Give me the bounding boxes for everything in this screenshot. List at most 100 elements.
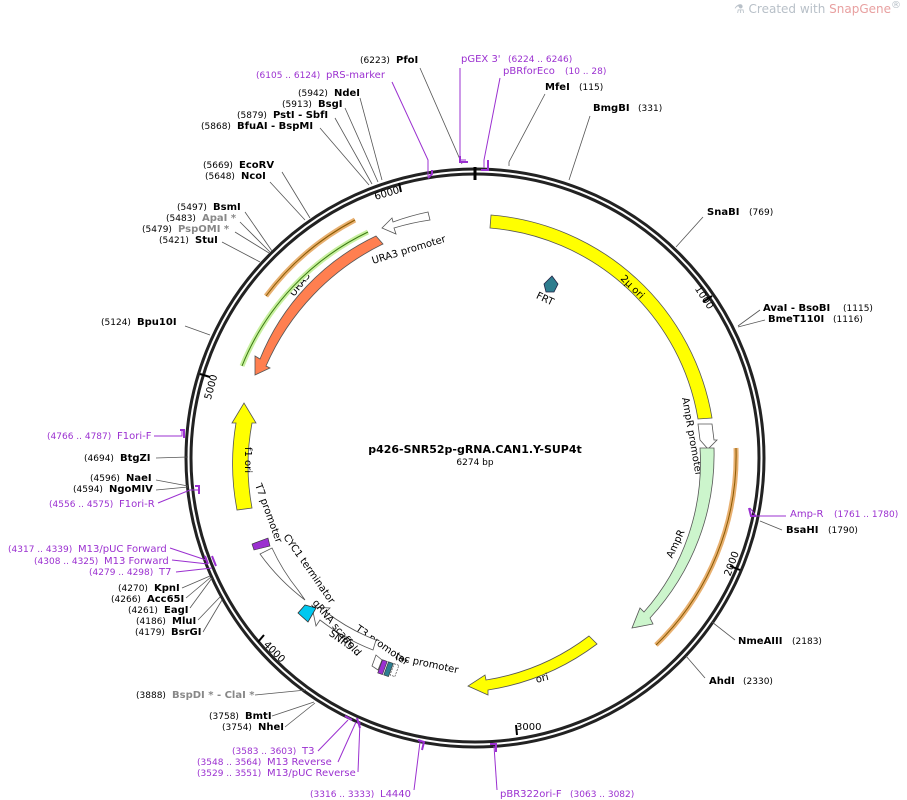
enzyme-pos-bsrgi: (4179): [135, 628, 165, 638]
enzyme-name-ngomiv[interactable]: NgoMIV: [109, 484, 153, 495]
leader-bmet110i: [737, 319, 766, 328]
leader-ngomiv: [155, 486, 189, 491]
feature-ampr[interactable]: [631, 447, 715, 629]
enzyme-pos-psti: (5879): [237, 111, 267, 121]
leader-f1ori-f: [154, 430, 183, 437]
primer-name-pbr322ori-f[interactable]: pBR322ori-F: [500, 789, 562, 800]
feature-ampr-promoter[interactable]: [697, 423, 718, 450]
leader-ndei: [359, 97, 383, 181]
primer-pos-t3: (3583 .. 3603): [232, 747, 296, 757]
enzyme-name-pspomi[interactable]: PspOMI *: [178, 224, 230, 235]
enzyme-pos-eagi: (4261): [128, 606, 158, 616]
enzyme-pos-avai: (1115): [843, 304, 873, 314]
enzyme-name-psti[interactable]: PstI - SbfI: [273, 110, 328, 121]
enzyme-name-avai[interactable]: AvaI - BsoBI: [763, 303, 830, 314]
plasmid-size: 6274 bp: [456, 458, 493, 468]
feature-label-t7-promoter: T7 promoter: [252, 481, 284, 545]
primer-name-m13puc-rev[interactable]: M13/pUC Reverse: [267, 768, 356, 779]
primer-mark-m13r: [383, 661, 394, 677]
enzyme-pos-bmet110i: (1116): [833, 315, 863, 325]
leader-acc65i: [185, 576, 212, 599]
leader-snabi: [675, 216, 704, 248]
tick-label-5000: 5000: [203, 374, 220, 401]
tick-6000: [398, 182, 402, 193]
feature-f1-ori[interactable]: [231, 402, 257, 511]
primer-pos-m13-f: (4308 .. 4325): [34, 557, 98, 567]
enzyme-name-apai[interactable]: ApaI *: [202, 213, 237, 224]
feature-ori[interactable]: [467, 635, 598, 696]
primer-name-t7[interactable]: T7: [158, 567, 171, 578]
leader-bmgbi: [568, 115, 591, 181]
enzyme-name-bmti[interactable]: BmtI: [245, 711, 272, 722]
leader-m13puc-rev: [357, 721, 361, 773]
enzyme-name-eagi[interactable]: EagI: [164, 605, 188, 616]
watermark-brand: SnapGene: [829, 2, 891, 16]
enzyme-pos-pfoi: (6223): [360, 56, 390, 66]
leader-kpni: [181, 575, 211, 589]
feature-t7-promoter[interactable]: [251, 537, 271, 551]
enzyme-name-acc65i[interactable]: Acc65I: [147, 594, 184, 605]
enzyme-name-kpni[interactable]: KpnI: [154, 583, 180, 594]
enzyme-name-bsrgi[interactable]: BsrGI: [171, 627, 201, 638]
primer-name-f1ori-r[interactable]: F1ori-R: [119, 499, 155, 510]
primer-tick-pgex3: [459, 156, 468, 163]
primer-labels: (6105 .. 6124) pRS-marker pGEX 3' (6224 …: [8, 54, 898, 800]
leader-mlui: [197, 596, 221, 621]
enzyme-name-naei[interactable]: NaeI: [126, 473, 152, 484]
primer-name-t3[interactable]: T3: [301, 746, 314, 757]
feature-frt[interactable]: [543, 275, 559, 293]
primer-name-pgex3[interactable]: pGEX 3': [461, 54, 501, 65]
enzyme-pos-ecorv: (5669): [203, 161, 233, 171]
enzyme-name-ahdi[interactable]: AhdI: [709, 676, 735, 687]
enzyme-name-ncoi[interactable]: NcoI: [241, 171, 266, 182]
enzyme-name-bmgbi[interactable]: BmgBI: [593, 103, 630, 114]
feature-ura3-promoter[interactable]: [381, 211, 431, 235]
primer-name-prs-marker[interactable]: pRS-marker: [326, 70, 386, 81]
primer-name-amp-r[interactable]: Amp-R: [790, 509, 824, 520]
primer-name-m13-f[interactable]: M13 Forward: [104, 556, 169, 567]
feature-2mu-ori[interactable]: [489, 214, 713, 420]
leader-ecorv: [281, 171, 311, 219]
feature-lac-promoter[interactable]: [371, 654, 383, 671]
enzyme-name-bspdi[interactable]: BspDI * - ClaI *: [172, 690, 255, 701]
enzyme-pos-pspomi: (5479): [142, 225, 172, 235]
enzyme-pos-bmti: (3758): [209, 712, 239, 722]
primer-name-f1ori-f[interactable]: F1ori-F: [117, 431, 152, 442]
enzyme-name-ndei[interactable]: NdeI: [334, 88, 360, 99]
feature-cyc1-terminator[interactable]: [259, 547, 306, 601]
feature-ura3[interactable]: [254, 235, 384, 376]
leader-avai: [737, 309, 761, 327]
enzyme-name-stui[interactable]: StuI: [195, 235, 218, 246]
feature-grna-scaffold[interactable]: [297, 604, 317, 623]
enzyme-name-bmet110i[interactable]: BmeT110I: [768, 314, 824, 325]
enzyme-name-bsgi[interactable]: BsgI: [318, 99, 342, 110]
enzyme-name-mlui[interactable]: MluI: [172, 616, 196, 627]
leader-t3: [317, 719, 349, 752]
enzyme-name-ecorv[interactable]: EcoRV: [239, 160, 274, 171]
primer-name-m13-rev[interactable]: M13 Reverse: [267, 757, 332, 768]
feature-label-frt: FRT: [534, 291, 556, 309]
ura3-primer-orange-line: [265, 219, 356, 297]
enzyme-pos-apai: (5483): [166, 214, 196, 224]
feature-label-f1-ori: f1 ori: [242, 447, 253, 473]
enzyme-name-bsmi[interactable]: BsmI: [213, 202, 241, 213]
enzyme-name-pfoi[interactable]: PfoI: [396, 55, 418, 66]
leader-apai: [239, 221, 271, 253]
enzyme-pos-bfuai: (5868): [201, 122, 231, 132]
enzyme-pos-ndei: (5942): [298, 89, 328, 99]
enzyme-name-bpu10i[interactable]: Bpu10I: [137, 317, 177, 328]
enzyme-name-bsahi[interactable]: BsaHI: [786, 525, 818, 536]
enzyme-name-nhei[interactable]: NheI: [258, 722, 284, 733]
primer-name-l4440[interactable]: L4440: [380, 789, 411, 800]
leader-bsahi: [759, 520, 783, 531]
primer-pos-m13puc-f: (4317 .. 4339): [8, 545, 72, 555]
leader-m13-rev: [337, 721, 357, 763]
enzyme-name-mfei[interactable]: MfeI: [545, 82, 570, 93]
enzyme-name-btgzi[interactable]: BtgZI: [120, 453, 151, 464]
enzyme-name-bfuai[interactable]: BfuAI - BspMI: [237, 121, 313, 132]
leader-mfei: [508, 93, 546, 166]
primer-name-m13puc-f[interactable]: M13/pUC Forward: [78, 544, 167, 555]
enzyme-name-nmeaiii[interactable]: NmeAIII: [738, 636, 782, 647]
primer-name-pbrforeco[interactable]: pBRforEco: [503, 66, 555, 77]
enzyme-name-snabi[interactable]: SnaBI: [707, 207, 739, 218]
